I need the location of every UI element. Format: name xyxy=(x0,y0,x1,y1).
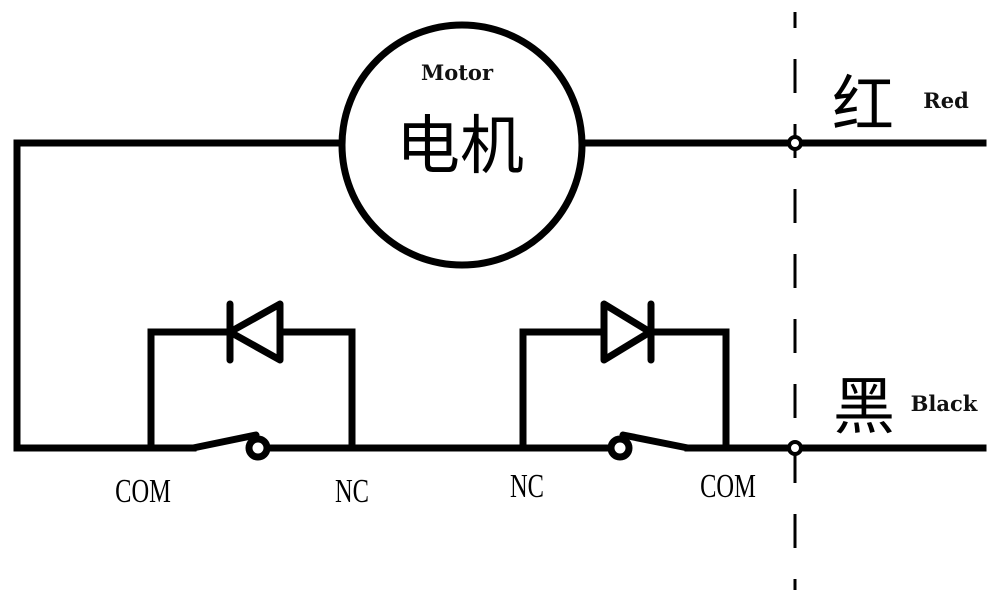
right-switch-pin-nc: NC xyxy=(510,468,544,505)
left-switch-blade xyxy=(189,431,260,452)
right-diode-loop-right xyxy=(647,328,730,452)
terminal-red-label: 红 Red xyxy=(832,68,969,141)
motor: Motor 电机 xyxy=(338,21,586,269)
right-switch-contact xyxy=(607,435,633,461)
right-limit-switch: NC COM xyxy=(510,300,987,505)
motor-circle xyxy=(338,21,586,269)
black-label-zh: 黑 xyxy=(833,370,895,443)
right-diode-triangle xyxy=(600,300,654,364)
terminal-node-black xyxy=(787,440,803,456)
terminal-black-label: 黑 Black xyxy=(833,370,978,443)
motor-label-en: Motor xyxy=(421,60,494,85)
terminal-node-red xyxy=(787,135,803,151)
left-diode-triangle xyxy=(226,300,284,364)
red-label-en: Red xyxy=(923,88,969,113)
left-limit-switch: COM NC xyxy=(115,300,614,510)
left-diode-loop-right xyxy=(276,328,356,452)
right-switch-blade xyxy=(619,431,692,452)
left-switch-contact xyxy=(245,435,271,461)
black-label-en: Black xyxy=(911,391,978,416)
red-label-zh: 红 xyxy=(832,68,894,141)
left-diode-loop xyxy=(147,328,234,452)
wire-left-loop xyxy=(13,139,344,452)
motor-label-zh: 电机 xyxy=(396,110,524,184)
right-diode-loop-left xyxy=(519,328,608,452)
left-switch-pin-nc: NC xyxy=(335,473,369,510)
right-diode xyxy=(600,300,655,364)
left-diode xyxy=(226,300,284,364)
right-switch-pin-com: COM xyxy=(700,468,756,505)
left-switch-pin-com: COM xyxy=(115,473,171,510)
